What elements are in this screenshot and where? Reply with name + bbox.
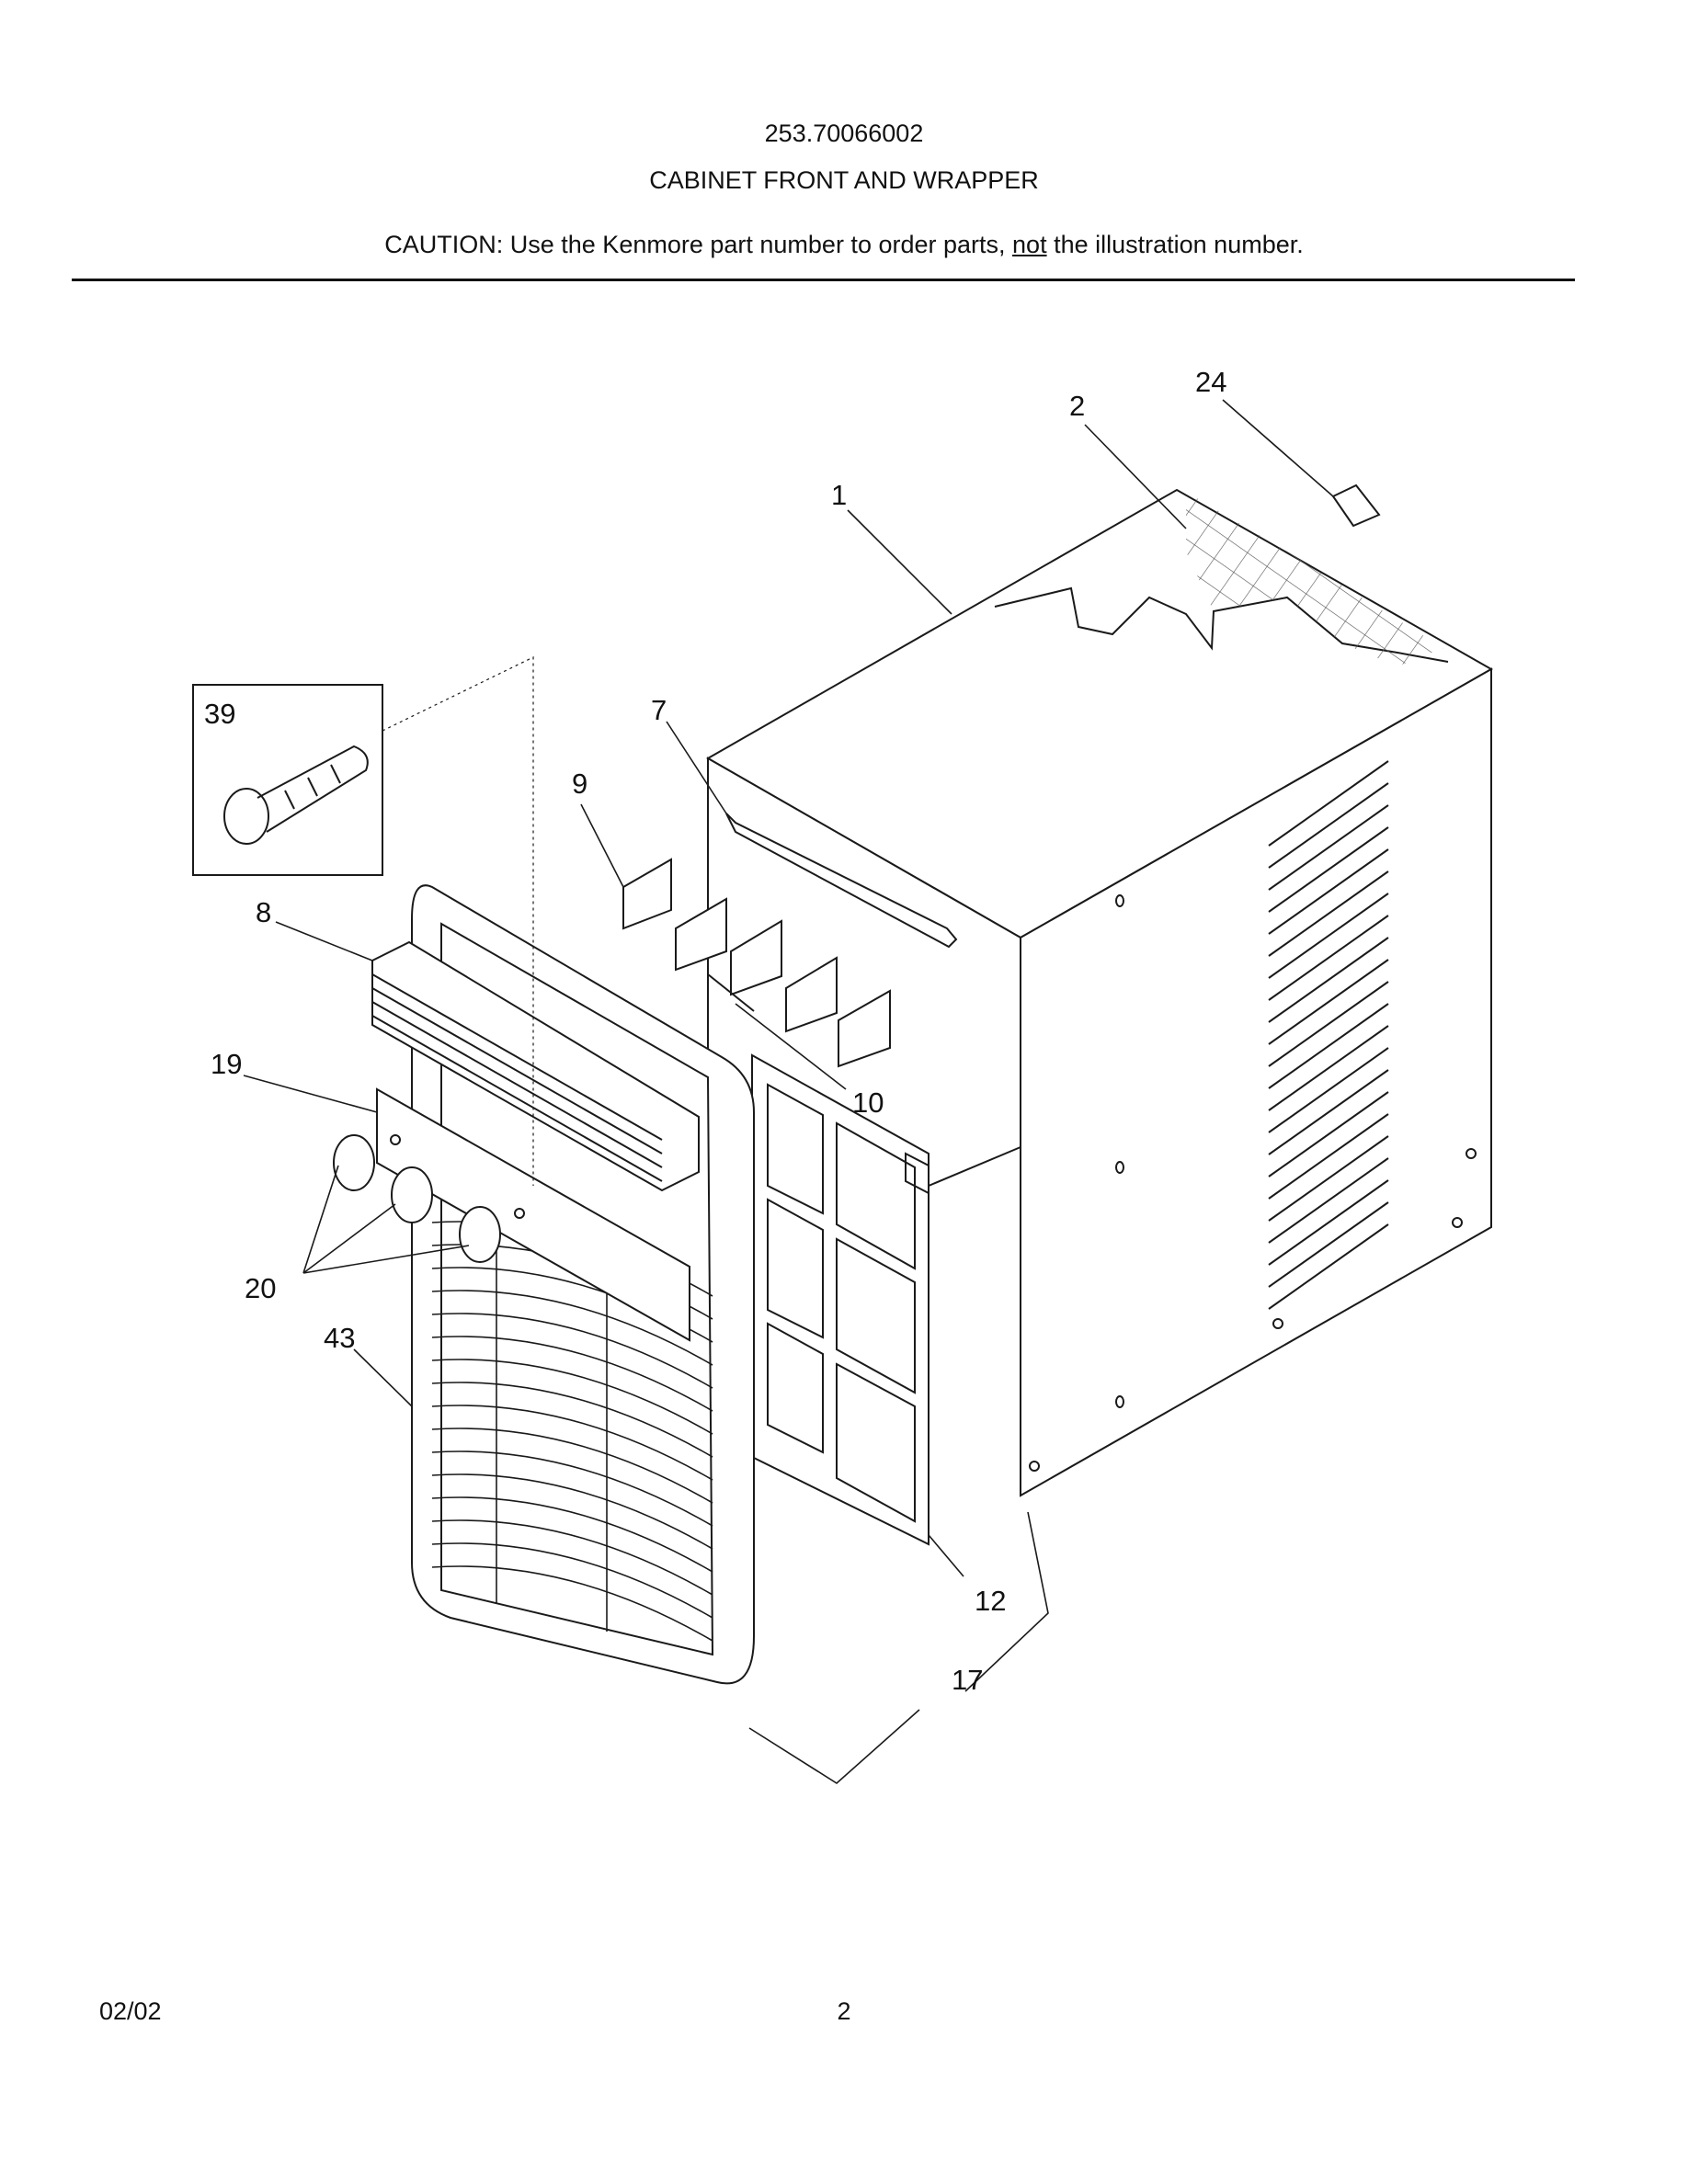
callout-24: 24	[1195, 366, 1226, 398]
callout-19: 19	[211, 1048, 242, 1080]
caution-emphasis: not	[1012, 231, 1047, 258]
top-louver	[371, 940, 700, 1192]
side-louvers	[1268, 760, 1389, 1310]
callout-9: 9	[572, 768, 587, 800]
screw-icon	[223, 745, 369, 845]
air-filter	[751, 1053, 930, 1546]
top-insulation	[1186, 492, 1443, 666]
callout-43: 43	[324, 1322, 355, 1354]
model-number: 253.70066002	[764, 119, 924, 147]
callout-2: 2	[1069, 390, 1085, 422]
callout-39: 39	[204, 698, 235, 730]
callout-10: 10	[852, 1086, 884, 1119]
callout-20: 20	[245, 1272, 276, 1304]
callout-7: 7	[651, 694, 667, 726]
caution-suffix: the illustration number.	[1054, 231, 1304, 258]
footer-page-number: 2	[837, 1997, 851, 2025]
header-rule	[72, 279, 1575, 281]
callout-1: 1	[831, 479, 847, 511]
section-title: CABINET FRONT AND WRAPPER	[649, 166, 1039, 194]
top-rail	[725, 813, 958, 949]
caution-prefix: CAUTION: Use the Kenmore part number to …	[384, 231, 1006, 258]
mounting-clips	[622, 858, 891, 1068]
control-knobs	[333, 1134, 501, 1263]
leader-lines	[243, 399, 1334, 1784]
footer-date: 02/02	[99, 1997, 162, 2025]
caution-note: CAUTION: Use the Kenmore part number to …	[0, 231, 1688, 259]
callout-12: 12	[975, 1585, 1006, 1617]
callout-17: 17	[952, 1664, 983, 1696]
cabinet-wrapper	[705, 488, 1494, 1497]
control-panel	[376, 1087, 690, 1342]
callout-8: 8	[256, 896, 271, 928]
cabinet-label	[1331, 483, 1381, 528]
